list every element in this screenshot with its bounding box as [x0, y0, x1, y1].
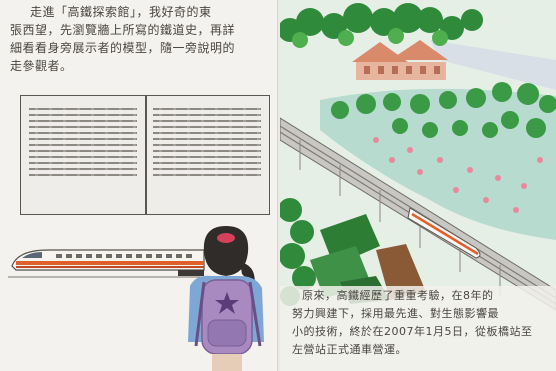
exhibit-wall-panel [20, 95, 270, 215]
landscape-drawing [280, 0, 556, 371]
intro-text-line-1: 走進「高鐵探索館」，我好奇的東 [30, 5, 212, 19]
caption-line-3: 小的技術，終於在2007年1月5日，從板橋站至 [292, 325, 533, 338]
girl-visitor-drawing [188, 226, 264, 371]
train-on-viaduct [407, 207, 481, 259]
caption-line-4: 左營站正式通車營運。 [292, 343, 407, 356]
caption-line-2: 努力興建下，採用最先進、對生態影響最 [292, 307, 499, 320]
caption-line-1: 原來，高鐵經歷了重重考驗，在8年的 [302, 289, 494, 302]
train-model-drawing [8, 249, 208, 278]
right-page: 原來，高鐵經歷了重重考驗，在8年的 努力興建下，採用最先進、對生態影響最 小的技… [280, 0, 556, 371]
panel-divider [145, 96, 147, 214]
book-gutter [277, 0, 281, 371]
intro-text-line-2: 張西望，先瀏覽牆上所寫的鐵道史，再詳 [10, 23, 236, 37]
intro-text-line-3: 細看看身旁展示者的模型，隨一旁說明的 [10, 41, 236, 55]
intro-text-line-4: 走參觀者。 [10, 59, 73, 73]
left-page: 走進「高鐵探索館」，我好奇的東 張西望，先瀏覽牆上所寫的鐵道史，再詳 細看看身旁… [8, 5, 270, 371]
panel-scribble-left [29, 104, 137, 180]
station-building [352, 40, 448, 80]
panel-scribble-right [153, 104, 261, 180]
